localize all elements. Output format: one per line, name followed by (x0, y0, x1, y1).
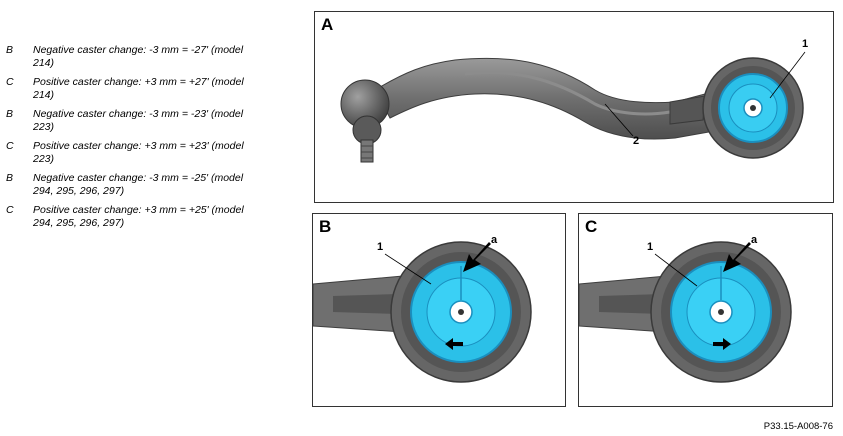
legend-key: B (6, 108, 14, 120)
panel-a-letter: A (321, 15, 334, 34)
direction-arrow-left (445, 338, 463, 350)
legend-row: B Negative caster change: -3 mm = -23' (m… (6, 108, 306, 134)
legend-row: C Positive caster change: +3 mm = +23' (m… (6, 140, 306, 166)
callout-a: a (751, 234, 758, 246)
panel-b: B 1 a (312, 213, 566, 407)
callout-a: a (491, 234, 498, 246)
panel-b-letter: B (319, 217, 332, 236)
legend-text: Positive caster change: +3 mm = +23' (mo… (33, 140, 244, 165)
legend-key: B (6, 172, 14, 184)
panel-c: C 1 a (578, 213, 833, 407)
legend-row: B Negative caster change: -3 mm = -25' (m… (6, 172, 306, 198)
legend-key: C (6, 140, 14, 152)
legend-text: Positive caster change: +3 mm = +27' (mo… (33, 76, 244, 101)
control-arm (374, 57, 732, 140)
legend-text: Negative caster change: -3 mm = -27' (mo… (33, 44, 244, 69)
adjust-arrow (723, 242, 751, 272)
callout-2: 2 (633, 135, 640, 147)
callout-1: 1 (802, 38, 809, 50)
legend-text: Positive caster change: +3 mm = +25' (mo… (33, 204, 244, 229)
legend-key: B (6, 44, 14, 56)
legend-row: C Positive caster change: +3 mm = +25' (m… (6, 204, 306, 230)
adjust-arrow (463, 242, 491, 272)
legend-text: Negative caster change: -3 mm = -23' (mo… (33, 108, 244, 133)
callout-1: 1 (647, 241, 654, 253)
legend-row: B Negative caster change: -3 mm = -27' (m… (6, 44, 306, 70)
callout-1: 1 (377, 241, 384, 253)
panel-c-letter: C (585, 217, 598, 236)
control-arm-illustration (340, 51, 806, 163)
bushing-positive-illustration (579, 241, 792, 383)
legend-text: Negative caster change: -3 mm = -25' (mo… (33, 172, 244, 197)
legend-key: C (6, 204, 14, 216)
panel-a: A (314, 11, 834, 203)
direction-arrow-right (713, 338, 731, 350)
legend-key: C (6, 76, 14, 88)
legend-row: C Positive caster change: +3 mm = +27' (m… (6, 76, 306, 102)
figure-code: P33.15-A008-76 (763, 421, 833, 432)
legend: B Negative caster change: -3 mm = -27' (m… (6, 44, 306, 236)
bushing-negative-illustration (313, 241, 532, 383)
